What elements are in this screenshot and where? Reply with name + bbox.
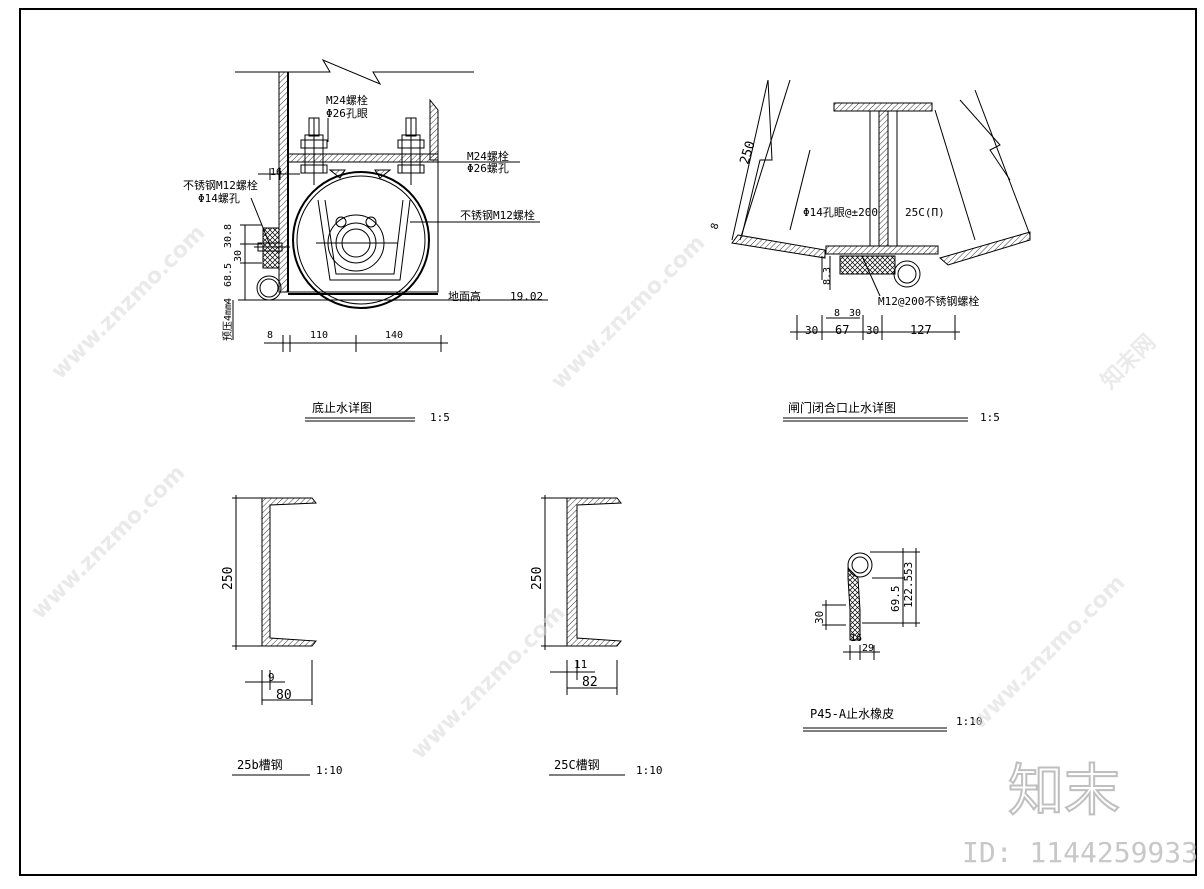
channel-b-flange: 80 bbox=[276, 688, 292, 703]
label-25c-beam: 25C(Π) bbox=[905, 206, 945, 219]
label-preload: 预压4mm bbox=[222, 303, 234, 341]
channel-b-web: 9 bbox=[268, 671, 275, 684]
svg-text:www.znzmo.com: www.znzmo.com bbox=[47, 220, 211, 384]
detail-bottom-seal: M24螺栓 Φ26孔眼 M24螺栓 Φ26螺孔 不锈钢M12螺栓 Φ14螺孔 不… bbox=[183, 58, 548, 424]
dim-30-8: 30.8 bbox=[223, 224, 234, 248]
rubber-dim-30: 30 bbox=[813, 611, 826, 624]
dim-30: 30 bbox=[233, 250, 244, 262]
label-hole-200: Φ14孔眼@±200 bbox=[803, 206, 878, 219]
svg-text:www.znzmo.com: www.znzmo.com bbox=[27, 460, 191, 624]
svg-text:www.znzmo.com: www.znzmo.com bbox=[407, 600, 571, 764]
watermark-id: ID: 1144259933 bbox=[962, 836, 1198, 869]
watermark-brand: 知末 bbox=[1008, 759, 1120, 824]
dim-30-b: 30 bbox=[849, 308, 861, 319]
scale-channel-25c: 1:10 bbox=[636, 764, 663, 777]
label-m24-bolt-top: M24螺栓 bbox=[326, 93, 368, 107]
detail-gate-closing-seal: 250 8 Φ14孔眼@±200 25C(Π) 8.3 M12@200不锈钢螺栓… bbox=[709, 79, 1031, 424]
detail-channel-25c: 250 11 82 25C槽钢 1:10 bbox=[530, 495, 663, 777]
i-beam bbox=[825, 102, 939, 255]
title-bottom-seal: 底止水详图 bbox=[312, 400, 372, 415]
rubber-dim-53: 53 bbox=[902, 562, 915, 575]
label-ss-bolt-center: 不锈钢M12螺栓 bbox=[460, 208, 535, 222]
label-m24-bolt-right: M24螺栓 bbox=[467, 149, 509, 163]
title-channel-25b: 25b槽钢 bbox=[237, 758, 283, 772]
scale-gate-closing-seal: 1:5 bbox=[980, 411, 1000, 424]
rubber-dim-29: 29 bbox=[862, 643, 874, 654]
svg-text:www.znzmo.com: www.znzmo.com bbox=[967, 570, 1131, 734]
label-hole-left: Φ14螺孔 bbox=[198, 192, 240, 205]
dim-67: 67 bbox=[835, 323, 849, 337]
drawing-frame bbox=[19, 8, 1197, 876]
watermark: www.znzmo.com www.znzmo.com www.znzmo.co… bbox=[27, 220, 1198, 869]
channel-c-height: 250 bbox=[530, 567, 545, 590]
label-hole-right: Φ26螺孔 bbox=[467, 162, 509, 175]
rubber-dim-69-5: 69.5 bbox=[889, 586, 902, 613]
svg-text:www.znzmo.com: www.znzmo.com bbox=[547, 230, 711, 394]
dim-30-left: 30 bbox=[805, 324, 818, 337]
scale-p45a-rubber: 1:10 bbox=[956, 715, 983, 728]
dim-4: 4 bbox=[223, 298, 234, 304]
dim-127: 127 bbox=[910, 323, 932, 337]
dim-30-mid: 30 bbox=[866, 324, 879, 337]
dim-250: 250 bbox=[737, 139, 758, 166]
channel-c-web: 11 bbox=[574, 658, 587, 671]
m24-bolt-right bbox=[397, 117, 425, 185]
rubber-dim-16: 16 bbox=[850, 633, 862, 644]
title-gate-closing-seal: 闸门闭合口止水详图 bbox=[788, 400, 896, 415]
label-ss-bolt-left: 不锈钢M12螺栓 bbox=[183, 178, 258, 192]
scale-bottom-seal: 1:5 bbox=[430, 411, 450, 424]
svg-text:知末网: 知末网 bbox=[1096, 329, 1161, 394]
dim-8-top: 8 bbox=[709, 222, 721, 231]
title-channel-25c: 25C槽钢 bbox=[554, 758, 600, 772]
detail-p45a-rubber: 53 69.5 122.5 30 16 29 P45-A止水橡皮 1:10 bbox=[803, 548, 983, 732]
label-ground-elev: 19.02 bbox=[510, 290, 543, 303]
channel-c-flange: 82 bbox=[582, 675, 598, 690]
scale-channel-25b: 1:10 bbox=[316, 764, 343, 777]
dim-110: 110 bbox=[310, 330, 328, 341]
label-m12-bolt: M12@200不锈钢螺栓 bbox=[878, 294, 979, 308]
m24-bolt-left bbox=[300, 117, 328, 185]
label-hole-top: Φ26孔眼 bbox=[326, 107, 368, 120]
dim-16: 16 bbox=[270, 167, 282, 178]
dim-8: 8 bbox=[267, 330, 273, 341]
detail-channel-25b: 250 9 80 25b槽钢 1:10 bbox=[221, 495, 343, 777]
dim-8-3: 8.3 bbox=[822, 267, 833, 285]
channel-b-height: 250 bbox=[221, 567, 236, 590]
dim-140: 140 bbox=[385, 330, 403, 341]
dim-8-b: 8 bbox=[834, 308, 840, 319]
title-p45a-rubber: P45-A止水橡皮 bbox=[810, 707, 894, 721]
label-ground: 地面高 bbox=[448, 289, 481, 303]
rubber-dim-122-5: 122.5 bbox=[902, 575, 915, 608]
dim-68-5: 68.5 bbox=[223, 263, 234, 287]
